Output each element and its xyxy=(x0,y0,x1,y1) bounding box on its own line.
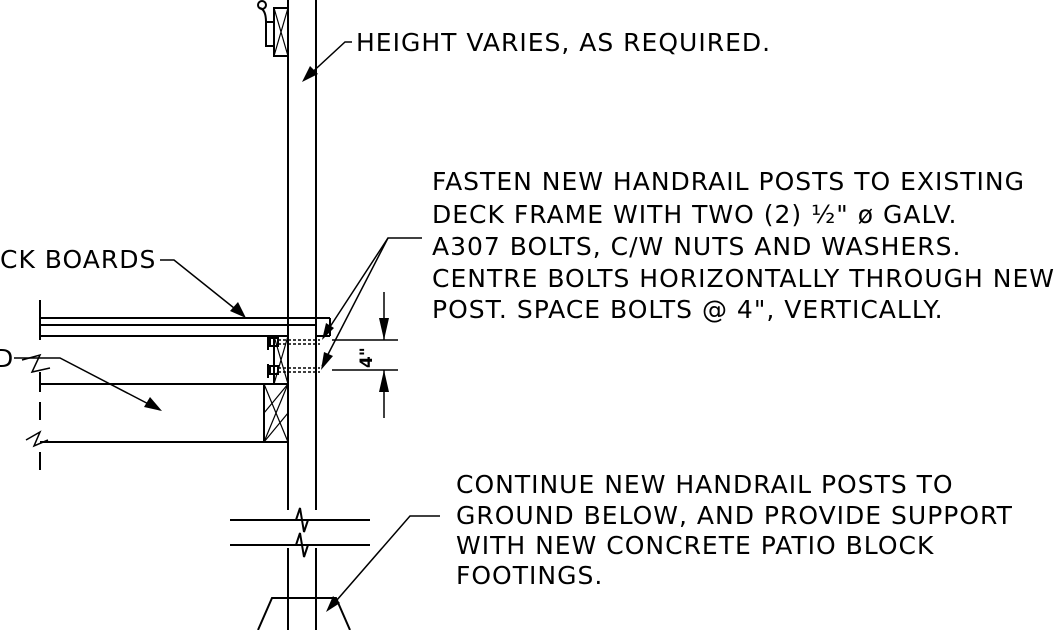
concrete-patio-block xyxy=(257,597,351,630)
note-fasten: FASTEN NEW HANDRAIL POSTS TO EXISTING DE… xyxy=(432,167,1055,324)
handrail-bracket xyxy=(257,0,289,57)
bolt-spacing-label: 4" xyxy=(357,347,377,368)
handrail-post xyxy=(287,0,317,630)
bolt-spacing-dimension: 4" xyxy=(332,292,398,418)
note-fragment-d: D xyxy=(0,344,14,373)
note-fasten-line-3: A307 BOLTS, C/W NUTS AND WASHERS. xyxy=(432,232,961,261)
galv-bolts xyxy=(267,336,320,378)
note-fasten-line-5: POST. SPACE BOLTS @ 4", VERTICALLY. xyxy=(432,295,944,324)
deck-frame xyxy=(21,300,289,470)
note-fasten-line-1: FASTEN NEW HANDRAIL POSTS TO EXISTING xyxy=(432,167,1025,196)
deck-boards xyxy=(40,317,331,337)
note-continue: CONTINUE NEW HANDRAIL POSTS TO GROUND BE… xyxy=(456,470,1013,590)
note-continue-line-1: CONTINUE NEW HANDRAIL POSTS TO xyxy=(456,470,954,499)
note-continue-line-4: FOOTINGS. xyxy=(456,561,603,590)
leader-continue xyxy=(326,515,440,612)
note-deck-boards: CK BOARDS xyxy=(0,245,156,274)
note-fasten-line-4: CENTRE BOLTS HORIZONTALLY THROUGH NEW xyxy=(432,264,1055,293)
leader-fasten xyxy=(321,237,422,370)
ground-break xyxy=(230,507,370,558)
leader-height xyxy=(302,41,352,82)
leader-deck-boards xyxy=(160,259,246,318)
note-height-varies: HEIGHT VARIES, AS REQUIRED. xyxy=(356,28,771,57)
note-continue-line-3: WITH NEW CONCRETE PATIO BLOCK xyxy=(456,531,934,560)
note-continue-line-2: GROUND BELOW, AND PROVIDE SUPPORT xyxy=(456,501,1013,530)
leader-fragment xyxy=(14,357,162,411)
note-fasten-line-2: DECK FRAME WITH TWO (2) ½" ø GALV. xyxy=(432,200,957,229)
